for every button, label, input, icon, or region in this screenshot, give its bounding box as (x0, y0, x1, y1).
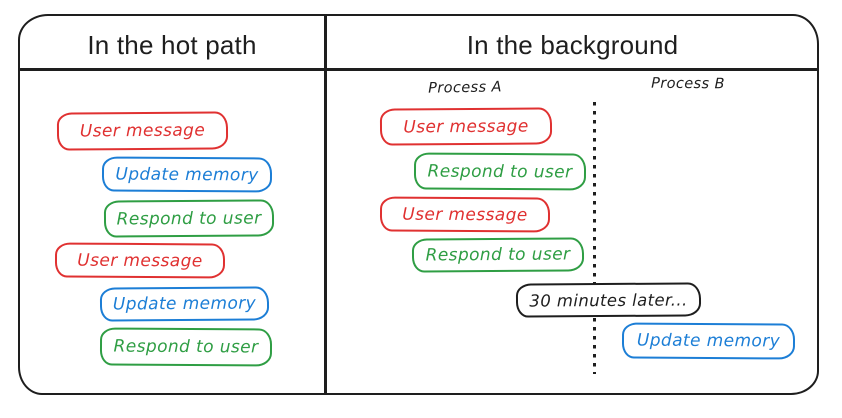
hot-path-step-user-message-2: User message (54, 242, 226, 279)
hot-path-step-respond-to-user-2: Respond to user (99, 327, 273, 367)
process-a-step-respond-to-user-1: Respond to user (413, 152, 587, 191)
hot-path-step-user-message-1: User message (56, 111, 229, 151)
process-separator-dotted-line (593, 102, 596, 374)
process-a-step-respond-to-user-2: Respond to user (411, 237, 585, 273)
process-b-step-update-memory: Update memory (621, 322, 796, 360)
header-divider-line (19, 68, 818, 71)
background-title: In the background (466, 29, 679, 60)
process-a-label: Process A (428, 79, 502, 97)
diagram-frame: In the hot path In the background User m… (18, 14, 819, 395)
hot-path-title: In the hot path (87, 29, 257, 60)
hot-path-step-update-memory-1: Update memory (101, 156, 273, 193)
delay-note-box: 30 minutes later... (515, 282, 702, 318)
hot-path-step-respond-to-user-1: Respond to user (103, 199, 275, 238)
process-a-step-user-message-2: User message (379, 196, 551, 233)
panel-divider-line (324, 14, 327, 395)
hot-path-step-update-memory-2: Update memory (99, 286, 270, 322)
process-a-step-user-message-1: User message (379, 107, 553, 146)
process-b-label: Process B (651, 75, 725, 93)
